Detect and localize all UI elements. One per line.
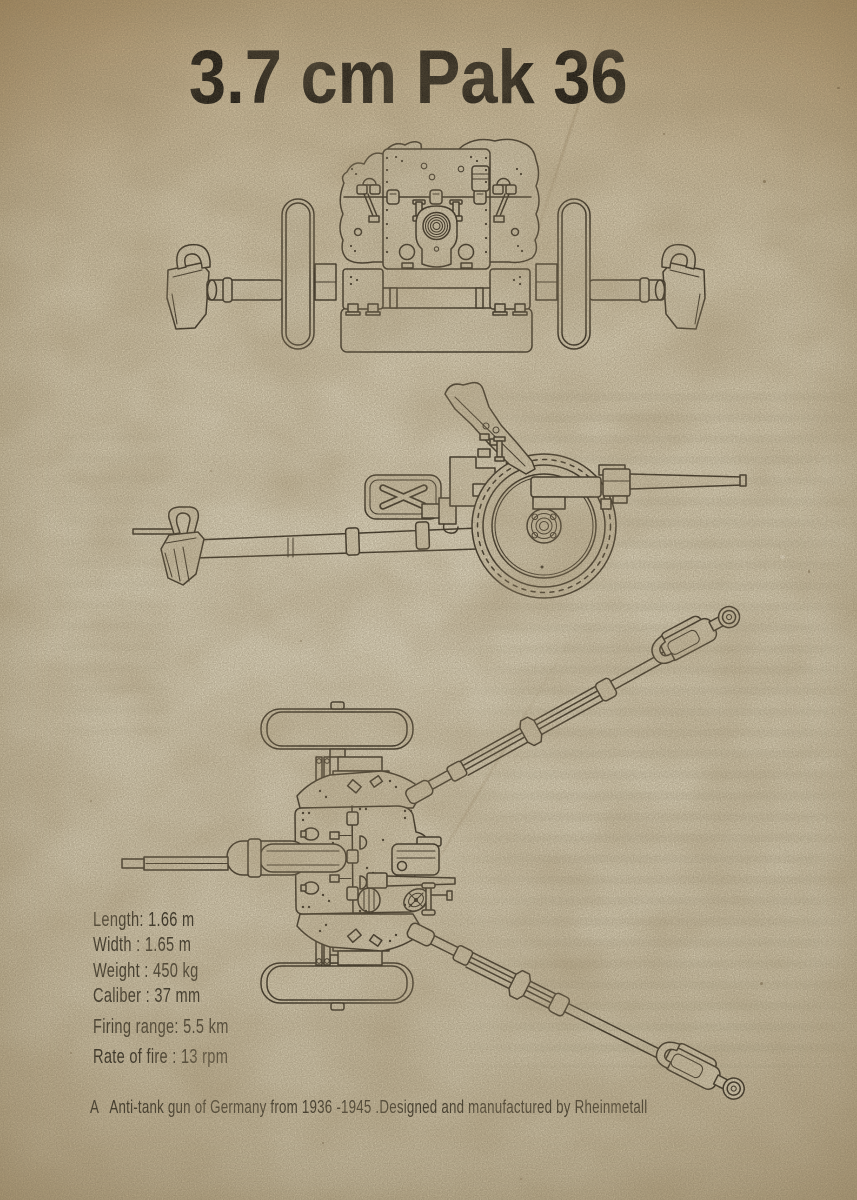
top-right-lower-trail-leg xyxy=(406,922,752,1106)
page-title-text: 3.7 cm Pak 36 xyxy=(188,35,628,120)
specs-list: Length: 1.66 m Width : 1.65 m Weight : 4… xyxy=(93,908,279,1070)
top-lower-wheel xyxy=(260,954,414,1011)
front-view-drawing xyxy=(166,138,706,353)
spec-length: Length: 1.66 m xyxy=(93,909,195,931)
spec-width: Width : 1.65 m xyxy=(93,934,192,957)
front-lower-carriage xyxy=(340,268,533,353)
side-seat-x-panel xyxy=(364,474,459,534)
page-title: 3.7 cm Pak 36 xyxy=(0,40,816,116)
front-muzzle-housing xyxy=(415,205,458,268)
top-upper-wheel xyxy=(260,701,414,758)
lower-trail-spade xyxy=(651,1034,752,1106)
side-wheel xyxy=(471,453,617,599)
front-gun-shield xyxy=(339,138,540,270)
spec-caliber: Caliber : 37 mm xyxy=(93,985,201,1008)
footer-caption: A Anti-tank gun of Germany from 1936 -19… xyxy=(90,1097,648,1117)
side-trail-spade xyxy=(132,506,205,586)
top-recoil-housing-and-barrel xyxy=(121,838,347,878)
front-right-wheel-and-trail xyxy=(535,198,706,350)
side-trail-leg xyxy=(194,516,507,559)
top-right-upper-trail-leg xyxy=(405,596,746,805)
spec-firing-range: Firing range: 5.5 km xyxy=(93,1015,229,1038)
spec-rate-of-fire: Rate of fire : 13 rpm xyxy=(93,1046,229,1069)
front-left-wheel-and-trail xyxy=(166,198,337,350)
side-view-drawing xyxy=(132,381,747,599)
upper-trail-spade xyxy=(645,596,746,670)
spec-weight: Weight : 450 kg xyxy=(93,959,199,982)
